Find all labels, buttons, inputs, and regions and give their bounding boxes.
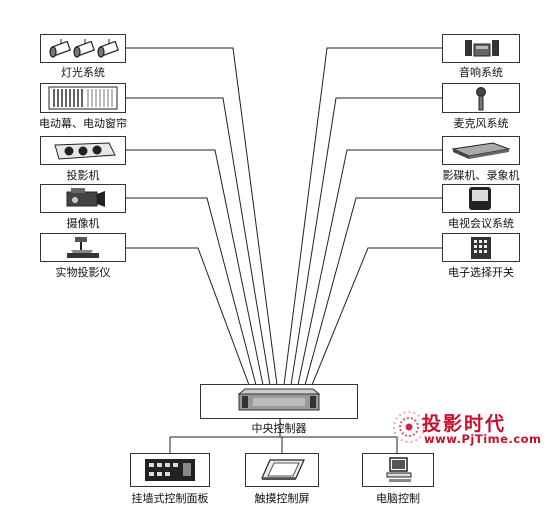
projector-icon [54, 142, 116, 160]
right-connection-lines [283, 47, 442, 386]
video-conference-icon [469, 187, 491, 210]
central-controller-icon [237, 388, 321, 411]
watermark-url: www.PjTime.com [424, 432, 542, 446]
device-label-switcher: 电子选择开关 [448, 266, 514, 279]
connector-lights [126, 47, 278, 386]
wall-control-panel-icon [145, 459, 195, 481]
controller-box [200, 384, 358, 419]
device-box-lights [40, 34, 126, 63]
device-label-microphone: 麦克风系统 [453, 117, 509, 130]
device-label-wall-panel: 挂墙式控制面板 [131, 492, 209, 505]
device-label-projector: 投影机 [66, 169, 100, 182]
bottom-connection-lines [169, 419, 398, 453]
device-label-lights: 灯光系统 [61, 66, 105, 79]
device-label-camera: 摄像机 [66, 217, 100, 230]
device-box-conference [442, 184, 520, 213]
connector-dvd [297, 149, 442, 386]
audio-system-icon [465, 40, 499, 57]
device-label-doc-camera: 实物投影仪 [55, 266, 111, 279]
device-box-camera [40, 184, 126, 213]
computer-icon [386, 457, 412, 482]
device-box-doc-camera [40, 233, 126, 262]
motorized-screen-icon [48, 86, 118, 110]
device-box-screen [40, 83, 126, 113]
connector-audio [283, 47, 442, 386]
device-box-computer [362, 453, 434, 487]
matrix-switcher-icon [471, 237, 491, 259]
stage-lights-icon [49, 39, 119, 58]
device-label-computer: 电脑控制 [376, 492, 420, 505]
document-camera-icon [67, 237, 99, 258]
watermark-logo-icon [393, 411, 425, 443]
device-box-dvd [442, 136, 520, 165]
connector-microphone [290, 97, 442, 386]
device-label-touch-screen: 触摸控制屏 [254, 492, 310, 505]
connector-projector [126, 149, 264, 386]
device-box-projector [40, 136, 126, 165]
controller-label: 中央控制器 [251, 422, 307, 435]
dvd-vcr-icon [451, 142, 511, 159]
device-box-audio [442, 34, 520, 63]
device-box-microphone [442, 83, 520, 113]
connector-screen [126, 97, 271, 386]
connector-doc-camera [126, 247, 250, 386]
connector-switcher [311, 247, 442, 386]
touch-screen-icon [261, 459, 305, 480]
device-box-switcher [442, 233, 520, 262]
device-label-dvd: 影碟机、录象机 [442, 169, 520, 182]
device-box-touch-screen [245, 453, 319, 487]
connector-conference [304, 197, 442, 386]
device-label-screen: 电动幕、电动窗帘 [39, 117, 127, 130]
device-label-audio: 音响系统 [459, 66, 503, 79]
left-connection-lines [126, 47, 278, 386]
microphone-icon [476, 87, 486, 111]
device-label-conference: 电视会议系统 [448, 217, 514, 230]
device-box-wall-panel [130, 453, 210, 487]
watermark-title: 投影时代 [422, 413, 507, 435]
connector-camera [126, 197, 257, 386]
video-camera-icon [66, 188, 105, 207]
